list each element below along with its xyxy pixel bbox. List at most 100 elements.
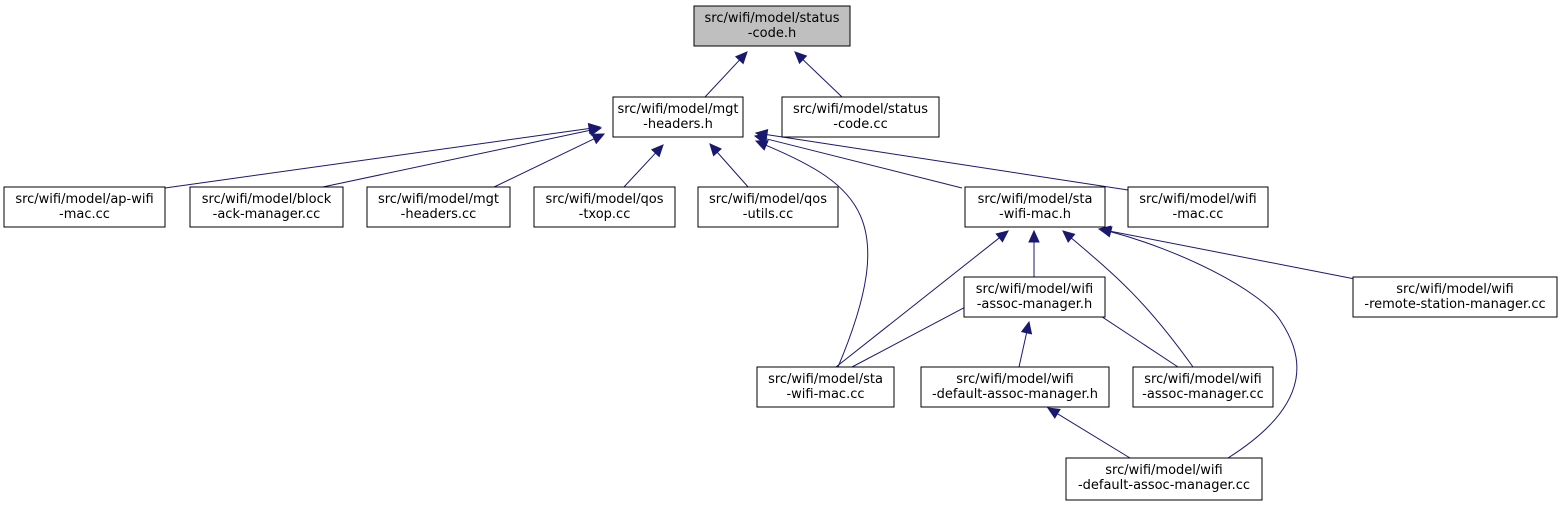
arrowhead-icon <box>1020 320 1033 335</box>
edge-mgt-headers-cc-to-mgt-headers-h <box>491 133 606 189</box>
node-box <box>1352 276 1558 318</box>
edge-line <box>1110 231 1298 459</box>
node-mgt-headers-cc[interactable]: src/wifi/model/mgt-headers.cc <box>366 186 511 228</box>
node-label-line: src/wifi/model/sta <box>978 192 1093 207</box>
node-label-line: src/wifi/model/wifi <box>1105 463 1222 478</box>
node-label-line: -mac.cc <box>1173 207 1224 222</box>
node-qos-txop-cc[interactable]: src/wifi/model/qos-txop.cc <box>533 186 676 228</box>
edge-line <box>1057 413 1131 459</box>
node-box <box>781 96 940 138</box>
edge-line <box>704 59 740 98</box>
arrowhead-icon <box>588 124 603 137</box>
edge-line <box>765 144 869 368</box>
node-box <box>3 186 166 228</box>
node-label-line: -mac.cc <box>59 207 110 222</box>
node-wifi-remote-station-manager-cc[interactable]: src/wifi/model/wifi-remote-station-manag… <box>1352 276 1558 318</box>
node-label-line: src/wifi/model/wifi <box>1139 192 1256 207</box>
edge-line <box>317 129 591 189</box>
node-label-line: src/wifi/model/wifi <box>1396 282 1513 297</box>
node-label-line: -assoc-manager.h <box>977 297 1093 312</box>
arrowhead-icon <box>794 51 808 65</box>
arrowhead-icon <box>591 133 606 145</box>
edge-mgt-headers-h-to-status-code-h <box>704 51 748 98</box>
edge-sta-wifi-mac-cc-to-sta-wifi-mac-h <box>835 230 1009 368</box>
edge-wifi-assoc-manager-cc-to-sta-wifi-mac-h <box>1062 230 1194 368</box>
node-status-code-cc[interactable]: src/wifi/model/status-code.cc <box>781 96 940 138</box>
node-label-line: src/wifi/model/wifi <box>1144 372 1261 387</box>
edge-line <box>802 59 843 98</box>
node-label-line: -utils.cc <box>743 207 793 222</box>
node-label-line: src/wifi/model/status <box>705 11 840 26</box>
node-box <box>612 96 744 138</box>
node-label-line: -wifi-mac.h <box>999 207 1071 222</box>
node-label-line: -txop.cc <box>579 207 631 222</box>
node-block-ack-manager-cc[interactable]: src/wifi/model/block-ack-manager.cc <box>189 186 344 228</box>
node-label-line: src/wifi/model/mgt <box>378 192 499 207</box>
arrowhead-icon <box>1097 225 1112 237</box>
node-wifi-default-assoc-manager-h[interactable]: src/wifi/model/wifi-default-assoc-manage… <box>920 366 1110 408</box>
node-sta-wifi-mac-cc[interactable]: src/wifi/model/sta-wifi-mac.cc <box>756 366 895 408</box>
node-wifi-default-assoc-manager-cc[interactable]: src/wifi/model/wifi-default-assoc-manage… <box>1065 457 1263 501</box>
edge-line <box>835 237 1000 368</box>
node-label-line: -remote-station-manager.cc <box>1364 297 1545 312</box>
node-label-line: -default-assoc-manager.cc <box>1078 478 1250 493</box>
graph-edges <box>164 51 1356 459</box>
node-label-line: -ack-manager.cc <box>213 207 321 222</box>
node-label-line: -wifi-mac.cc <box>786 387 864 402</box>
node-box <box>189 186 344 228</box>
node-mgt-headers-h[interactable]: src/wifi/model/mgt-headers.h <box>612 96 744 138</box>
node-label-line: -default-assoc-manager.h <box>932 387 1098 402</box>
node-qos-utils-cc[interactable]: src/wifi/model/qos-utils.cc <box>697 186 839 228</box>
edge-wifi-default-assoc-manager-cc-to-wifi-default-assoc-manager-h <box>1046 407 1131 459</box>
node-box <box>533 186 676 228</box>
edge-wifi-assoc-manager-h-to-sta-wifi-mac-h <box>1028 229 1040 277</box>
node-label-line: src/wifi/model/status <box>793 102 928 117</box>
edge-line <box>1018 332 1028 368</box>
arrowhead-icon <box>709 143 722 157</box>
edge-line <box>1109 230 1356 280</box>
node-label-line: src/wifi/model/mgt <box>617 102 738 117</box>
edge-block-ack-manager-cc-to-mgt-headers-h <box>317 124 603 189</box>
graph-nodes: src/wifi/model/status-code.hsrc/wifi/mod… <box>3 5 1558 501</box>
node-box <box>1065 457 1263 501</box>
edge-sta-wifi-mac-cc-to-mgt-headers-h <box>754 140 869 368</box>
edge-line <box>491 138 595 189</box>
node-box <box>964 186 1106 228</box>
edge-ap-wifi-mac-cc-to-mgt-headers-h <box>164 122 602 189</box>
edge-qos-txop-cc-to-mgt-headers-h <box>622 144 664 189</box>
node-box <box>963 276 1106 318</box>
node-label-line: src/wifi/model/sta <box>768 372 883 387</box>
arrowhead-icon <box>734 51 748 65</box>
node-label-line: -code.cc <box>833 117 887 132</box>
edge-line <box>766 134 1129 191</box>
node-status-code-h[interactable]: src/wifi/model/status-code.h <box>693 5 851 47</box>
node-ap-wifi-mac-cc[interactable]: src/wifi/model/ap-wifi-mac.cc <box>3 186 166 228</box>
node-label-line: src/wifi/model/ap-wifi <box>15 192 153 207</box>
node-wifi-assoc-manager-h[interactable]: src/wifi/model/wifi-assoc-manager.h <box>963 276 1106 318</box>
arrowhead-icon <box>1028 229 1040 243</box>
node-box <box>1127 186 1269 228</box>
edge-wifi-default-assoc-manager-h-to-wifi-assoc-manager-h <box>1018 320 1033 368</box>
arrowhead-icon <box>1062 230 1076 243</box>
edge-line <box>716 151 750 189</box>
node-label-line: -headers.cc <box>401 207 477 222</box>
arrowhead-icon <box>650 144 664 158</box>
node-label-line: src/wifi/model/qos <box>709 192 827 207</box>
node-label-line: src/wifi/model/wifi <box>976 282 1093 297</box>
edge-line <box>1071 237 1194 368</box>
node-label-line: src/wifi/model/block <box>202 192 332 207</box>
node-box <box>1132 366 1274 408</box>
node-wifi-assoc-manager-cc[interactable]: src/wifi/model/wifi-assoc-manager.cc <box>1132 366 1274 408</box>
edge-line <box>851 299 979 368</box>
arrowhead-icon <box>995 230 1009 243</box>
node-sta-wifi-mac-h[interactable]: src/wifi/model/sta-wifi-mac.h <box>964 186 1106 228</box>
node-label-line: src/wifi/model/wifi <box>956 372 1073 387</box>
node-label-line: src/wifi/model/qos <box>545 192 663 207</box>
node-wifi-mac-cc[interactable]: src/wifi/model/wifi-mac.cc <box>1127 186 1269 228</box>
edge-wifi-mac-cc-to-mgt-headers-h <box>754 129 1129 191</box>
node-label-line: -headers.h <box>643 117 713 132</box>
node-label-line: -code.h <box>748 26 796 41</box>
node-label-line: -assoc-manager.cc <box>1142 387 1264 402</box>
edge-line <box>765 138 963 189</box>
